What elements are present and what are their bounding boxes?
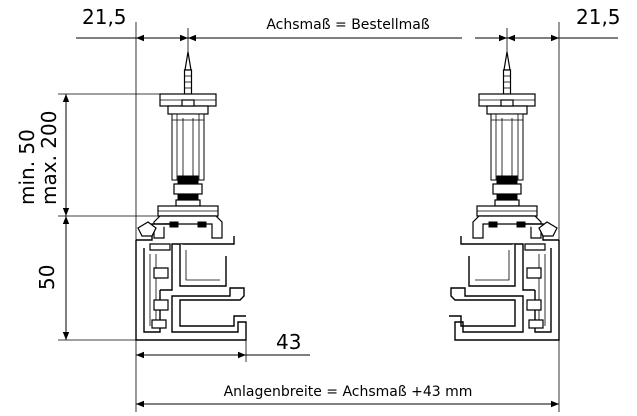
dim-left-max: max. 200 <box>37 111 61 205</box>
dim-left-50: 50 <box>35 265 59 290</box>
dim-top-left: 21,5 <box>82 5 127 29</box>
left-hanger-assembly <box>153 51 223 239</box>
dim-top-right: 21,5 <box>576 5 621 29</box>
dim-left-min: min. 50 <box>15 129 39 205</box>
right-hanger-assembly <box>472 51 542 239</box>
dim-bottom-total: Anlagenbreite = Achsmaß +43 mm <box>224 384 473 400</box>
right-rail-profile <box>449 221 560 341</box>
dim-bottom-43: 43 <box>276 330 301 354</box>
left-rail-profile <box>135 221 247 341</box>
dim-top-center: Achsmaß = Bestellmaß <box>266 17 429 33</box>
